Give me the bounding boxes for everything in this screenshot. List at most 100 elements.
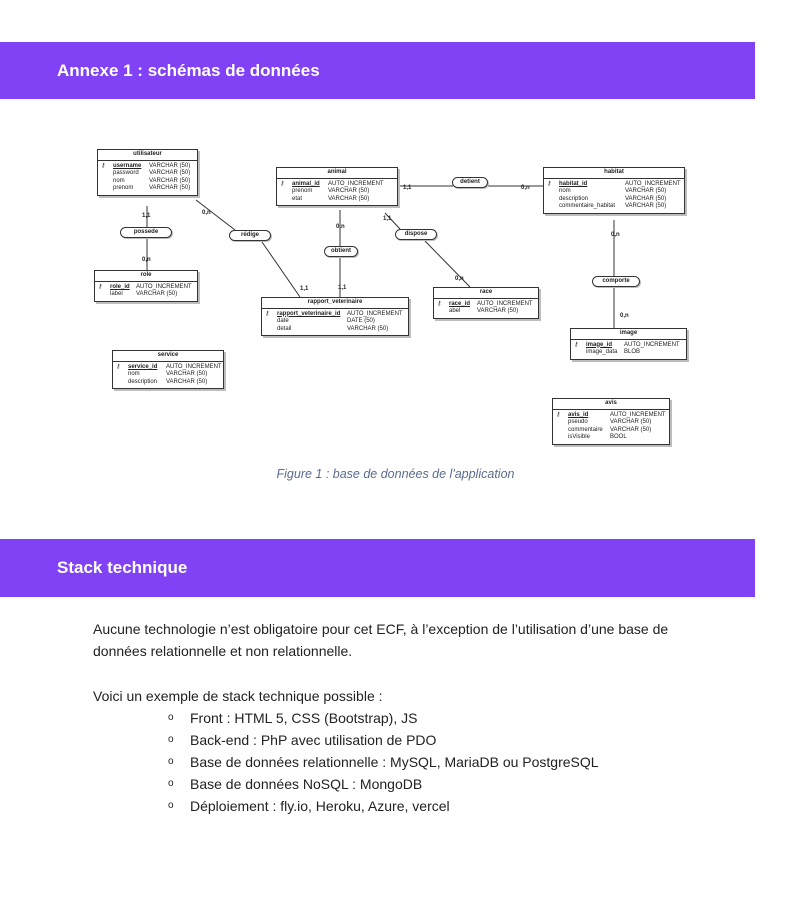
attribute-name: etat [292, 195, 303, 202]
bullet-icon: o [168, 778, 174, 789]
key-icon: ⚷ [98, 283, 103, 290]
entity-title: image [571, 329, 686, 340]
attribute-row: label VARCHAR (50) [98, 291, 194, 299]
attribute-type: VARCHAR (50) [166, 371, 208, 377]
attribute-name: label [110, 291, 123, 297]
entity-title: avis [553, 399, 669, 410]
relation-redige: rédige [229, 230, 271, 241]
entity-rapport-veterinaire: rapport_veterinaire ⚷rapport_veterinaire… [261, 297, 409, 336]
cardinality: 0,n [455, 276, 464, 282]
key-icon: ⚷ [437, 300, 442, 307]
relation-dispose: dispose [395, 229, 437, 240]
attribute-type: VARCHAR (50) [149, 185, 191, 191]
section-title: Annexe 1 : schémas de données [57, 60, 320, 80]
attribute-type: VARCHAR (50) [625, 203, 667, 209]
cardinality: 0,n [620, 313, 629, 319]
cardinality: 0,n [336, 224, 345, 230]
bullet-icon: o [168, 712, 174, 723]
bullet-icon: o [168, 800, 174, 811]
attribute-name: password [113, 170, 139, 176]
attribute-type: VARCHAR (50) [610, 426, 652, 433]
attribute-type: VARCHAR (50) [166, 378, 208, 385]
attribute-row: prenom VARCHAR (50) [101, 185, 194, 193]
list-item-text: Front : HTML 5, CSS (Bootstrap), JS [190, 710, 418, 726]
attribute-row: pseudo VARCHAR (50) [556, 419, 666, 427]
attribute-type: VARCHAR (50) [149, 170, 191, 176]
list-item: o Back-end : PhP avec utilisation de PDO [168, 729, 599, 751]
attribute-name: commentaire [568, 426, 603, 433]
cardinality: 0,n [202, 210, 211, 216]
attribute-name: nom [128, 371, 140, 377]
key-icon: ⚷ [547, 180, 552, 187]
figure-caption: Figure 1 : base de données de l'applicat… [276, 467, 515, 481]
attribute-name: race_id [449, 300, 471, 307]
entity-title: animal [277, 168, 397, 179]
attribute-type: VARCHAR (50) [347, 325, 389, 332]
entity-title: utilisateur [98, 150, 197, 161]
cardinality: 1,1 [300, 286, 309, 292]
attribute-name: pseudo [568, 419, 588, 425]
attribute-type: VARCHAR (50) [136, 291, 178, 297]
connector [424, 240, 471, 288]
attribute-name: date [277, 318, 289, 324]
attribute-type: DATE (50) [347, 318, 375, 324]
attribute-name: abel [449, 308, 461, 314]
attribute-row: image_data BLOB [574, 349, 683, 357]
connector [195, 199, 236, 231]
cardinality: 0,n [521, 185, 530, 191]
bullet-icon: o [168, 734, 174, 745]
attribute-type: BLOB [624, 349, 641, 355]
cardinality: 1,1 [383, 216, 392, 222]
key-icon: ⚷ [556, 411, 561, 418]
attribute-type: VARCHAR (50) [610, 419, 652, 425]
cardinality: 1,1 [403, 185, 412, 191]
attribute-type: VARCHAR (50) [625, 188, 667, 194]
attribute-type: AUTO_INCREMENT [624, 341, 680, 348]
attribute-name: service_id [128, 363, 158, 370]
attribute-name: description [128, 378, 158, 385]
section-title: Stack technique [57, 558, 188, 577]
list-item-text: Back-end : PhP avec utilisation de PDO [190, 732, 437, 748]
relation-possede: possede [120, 227, 172, 238]
entity-title: role [95, 271, 197, 282]
key-icon: ⚷ [101, 162, 106, 169]
attribute-name: habitat_id [559, 180, 588, 187]
attribute-name: detail [277, 325, 292, 332]
attribute-name: prenom [113, 185, 134, 191]
cardinality: 0,n [142, 257, 151, 263]
attribute-type: AUTO_INCREMENT [610, 411, 666, 418]
entity-title: service [113, 351, 223, 362]
attribute-row: date DATE (50) [265, 318, 405, 326]
list-item: o Front : HTML 5, CSS (Bootstrap), JS [168, 707, 599, 729]
key-icon: ⚷ [116, 363, 121, 370]
attribute-name: image_data [586, 349, 618, 355]
attribute-type: VARCHAR (50) [328, 188, 370, 194]
attribute-name: animal_id [292, 180, 320, 187]
attribute-type: BOOL [610, 434, 627, 440]
